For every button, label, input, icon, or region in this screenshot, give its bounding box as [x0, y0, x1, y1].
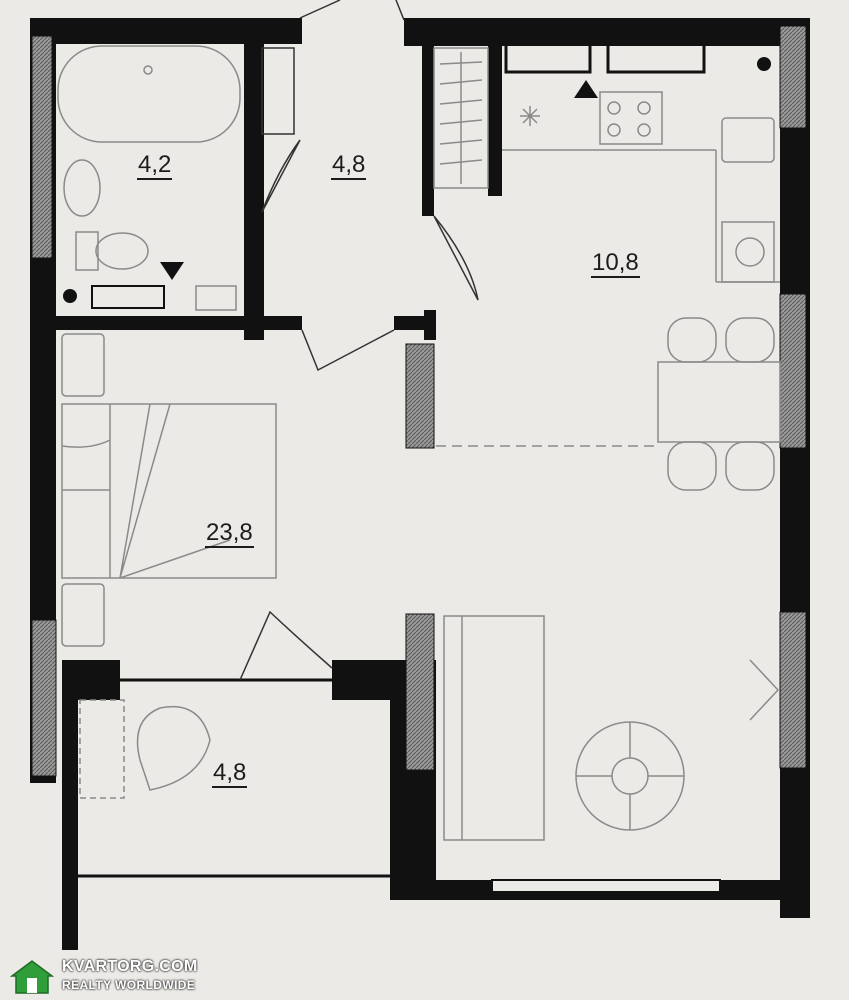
window-partition-lower	[405, 613, 435, 771]
wall-balcony-left	[62, 660, 78, 950]
watermark-title: KVARTORG.COM	[62, 958, 198, 975]
kitchen-fixtures	[502, 91, 780, 283]
wall-bath-hall	[244, 44, 264, 340]
dining-table	[657, 361, 781, 443]
wall-top-bath	[30, 18, 302, 44]
marker-kitchen	[574, 80, 598, 98]
house-icon	[9, 960, 55, 994]
riser-kitchen	[757, 57, 771, 71]
wall-wardrobe-side	[422, 44, 434, 216]
kitchen-top-window	[504, 32, 592, 74]
stove	[599, 91, 663, 145]
sink-bath	[63, 159, 101, 217]
living-room-area-label: 23,8	[205, 519, 254, 548]
window-kitchen-right	[779, 25, 807, 129]
watermark-subtitle: REALTY WORLDWIDE	[62, 978, 196, 992]
entrance-door	[299, 0, 341, 19]
window-bath-left	[31, 35, 53, 259]
living-door	[301, 329, 395, 372]
wall-balcony-top-left	[62, 660, 120, 700]
window-partition-upper	[405, 343, 435, 449]
balcony-area-label: 4,8	[212, 759, 248, 788]
kitchen-riser-hollow	[735, 237, 765, 267]
wall-wardrobe-right	[488, 44, 502, 196]
doors	[239, 0, 479, 681]
riser-bath	[63, 289, 77, 303]
bathroom-door	[261, 139, 301, 213]
hallway-area-label: 4,8	[331, 151, 367, 180]
living-furniture	[61, 333, 780, 841]
balcony-furniture	[79, 699, 211, 799]
kitchen-door	[433, 215, 479, 301]
washing-machine	[91, 285, 165, 309]
bed	[61, 403, 277, 579]
windows	[31, 25, 807, 777]
dining-set	[657, 317, 781, 491]
kitchen-area-label: 10,8	[591, 249, 640, 278]
sofa	[443, 615, 545, 841]
wardrobe	[433, 47, 489, 189]
bathroom-fixtures	[57, 45, 295, 311]
wall-top-kitchen	[404, 18, 780, 46]
watermark: KVARTORG.COM REALTY WORLDWIDE	[8, 958, 208, 996]
wall-right	[780, 18, 810, 918]
toilet	[75, 231, 99, 271]
bathtub	[57, 45, 241, 143]
wall-stub-hall	[424, 310, 436, 340]
window-living-left	[31, 619, 57, 777]
balcony-door	[239, 610, 333, 681]
window-living-right	[779, 611, 807, 769]
wall-bath-bottom	[56, 316, 302, 330]
balcony-glazing	[78, 678, 721, 893]
kitchen-sink	[721, 117, 775, 163]
marker-bath	[160, 262, 184, 280]
bathroom-area-label: 4,2	[137, 151, 173, 180]
window-dining-right	[779, 293, 807, 449]
